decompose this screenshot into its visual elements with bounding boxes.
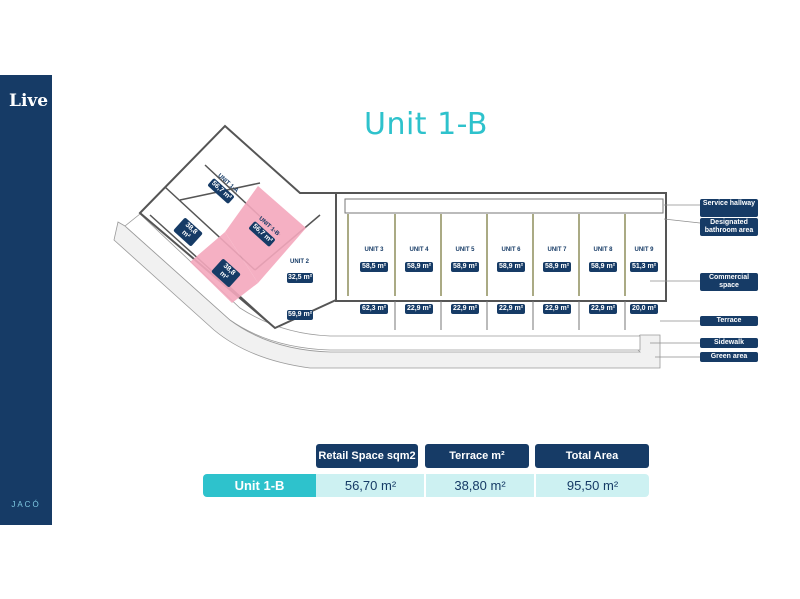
unit-5-name: UNIT 5 bbox=[455, 247, 475, 253]
location-label: JACÓ bbox=[11, 500, 41, 509]
unit-6-terrace: 22,9 m² bbox=[497, 304, 525, 314]
row-unit-name: Unit 1-B bbox=[203, 474, 316, 497]
unit-5-area: 58,9 m² bbox=[451, 262, 479, 272]
unit-7-name: UNIT 7 bbox=[547, 247, 567, 253]
unit-2-terrace: 59,9 m² bbox=[287, 310, 313, 320]
service-hallway bbox=[344, 198, 664, 214]
unit-8-name: UNIT 8 bbox=[593, 247, 613, 253]
unit-3-terrace: 62,3 m² bbox=[360, 304, 388, 314]
page-title: Unit 1-B bbox=[363, 107, 489, 142]
header-retail-space: Retail Space sqm2 bbox=[316, 444, 418, 468]
sidewalk bbox=[124, 213, 641, 351]
unit-4-terrace: 22,9 m² bbox=[405, 304, 433, 314]
unit-7-terrace: 22,9 m² bbox=[543, 304, 571, 314]
unit-7-area: 58,9 m² bbox=[543, 262, 571, 272]
sidebar bbox=[0, 75, 52, 525]
unit-9-name: UNIT 9 bbox=[634, 247, 654, 253]
unit-2-name: UNIT 2 bbox=[290, 259, 310, 265]
unit-6-name: UNIT 6 bbox=[501, 247, 521, 253]
terrace-dividers bbox=[394, 301, 626, 330]
unit-4-area: 58,9 m² bbox=[405, 262, 433, 272]
legend-green-area: Green area bbox=[700, 352, 758, 362]
legend-leaders bbox=[650, 204, 701, 358]
legend-terrace: Terrace bbox=[700, 316, 758, 326]
table-row bbox=[316, 474, 649, 497]
brand-logo-text: Live bbox=[9, 91, 49, 111]
row-retail-value: 56,70 m² bbox=[344, 478, 397, 493]
brand-logo: Live bbox=[9, 91, 49, 111]
unit-3-area: 58,5 m² bbox=[360, 262, 388, 272]
row-separator bbox=[534, 474, 536, 497]
unit-4-name: UNIT 4 bbox=[409, 247, 429, 253]
row-separator bbox=[424, 474, 426, 497]
legend-bathroom-area: Designated bathroom area bbox=[700, 218, 758, 236]
unit-8-area: 58,9 m² bbox=[589, 262, 617, 272]
legend-sidewalk: Sidewalk bbox=[700, 338, 758, 348]
legend-service-hallway: Service hallway bbox=[700, 199, 758, 217]
header-terrace: Terrace m² bbox=[425, 444, 529, 468]
unit-6-area: 58,9 m² bbox=[497, 262, 525, 272]
row-terrace-value: 38,80 m² bbox=[454, 478, 506, 493]
row-total-value: 95,50 m² bbox=[566, 478, 619, 493]
unit-5-terrace: 22,9 m² bbox=[451, 304, 479, 314]
legend-commercial-space: Commercial space bbox=[700, 273, 758, 291]
unit-8-terrace: 22,9 m² bbox=[589, 304, 617, 314]
header-total-area: Total Area bbox=[535, 444, 649, 468]
unit-9-area: 51,3 m² bbox=[630, 262, 658, 272]
unit-9-terrace: 20,0 m² bbox=[630, 304, 658, 314]
unit-3-name: UNIT 3 bbox=[364, 247, 384, 253]
unit-dividers bbox=[347, 214, 626, 296]
unit-2-area: 32,5 m² bbox=[287, 273, 313, 283]
